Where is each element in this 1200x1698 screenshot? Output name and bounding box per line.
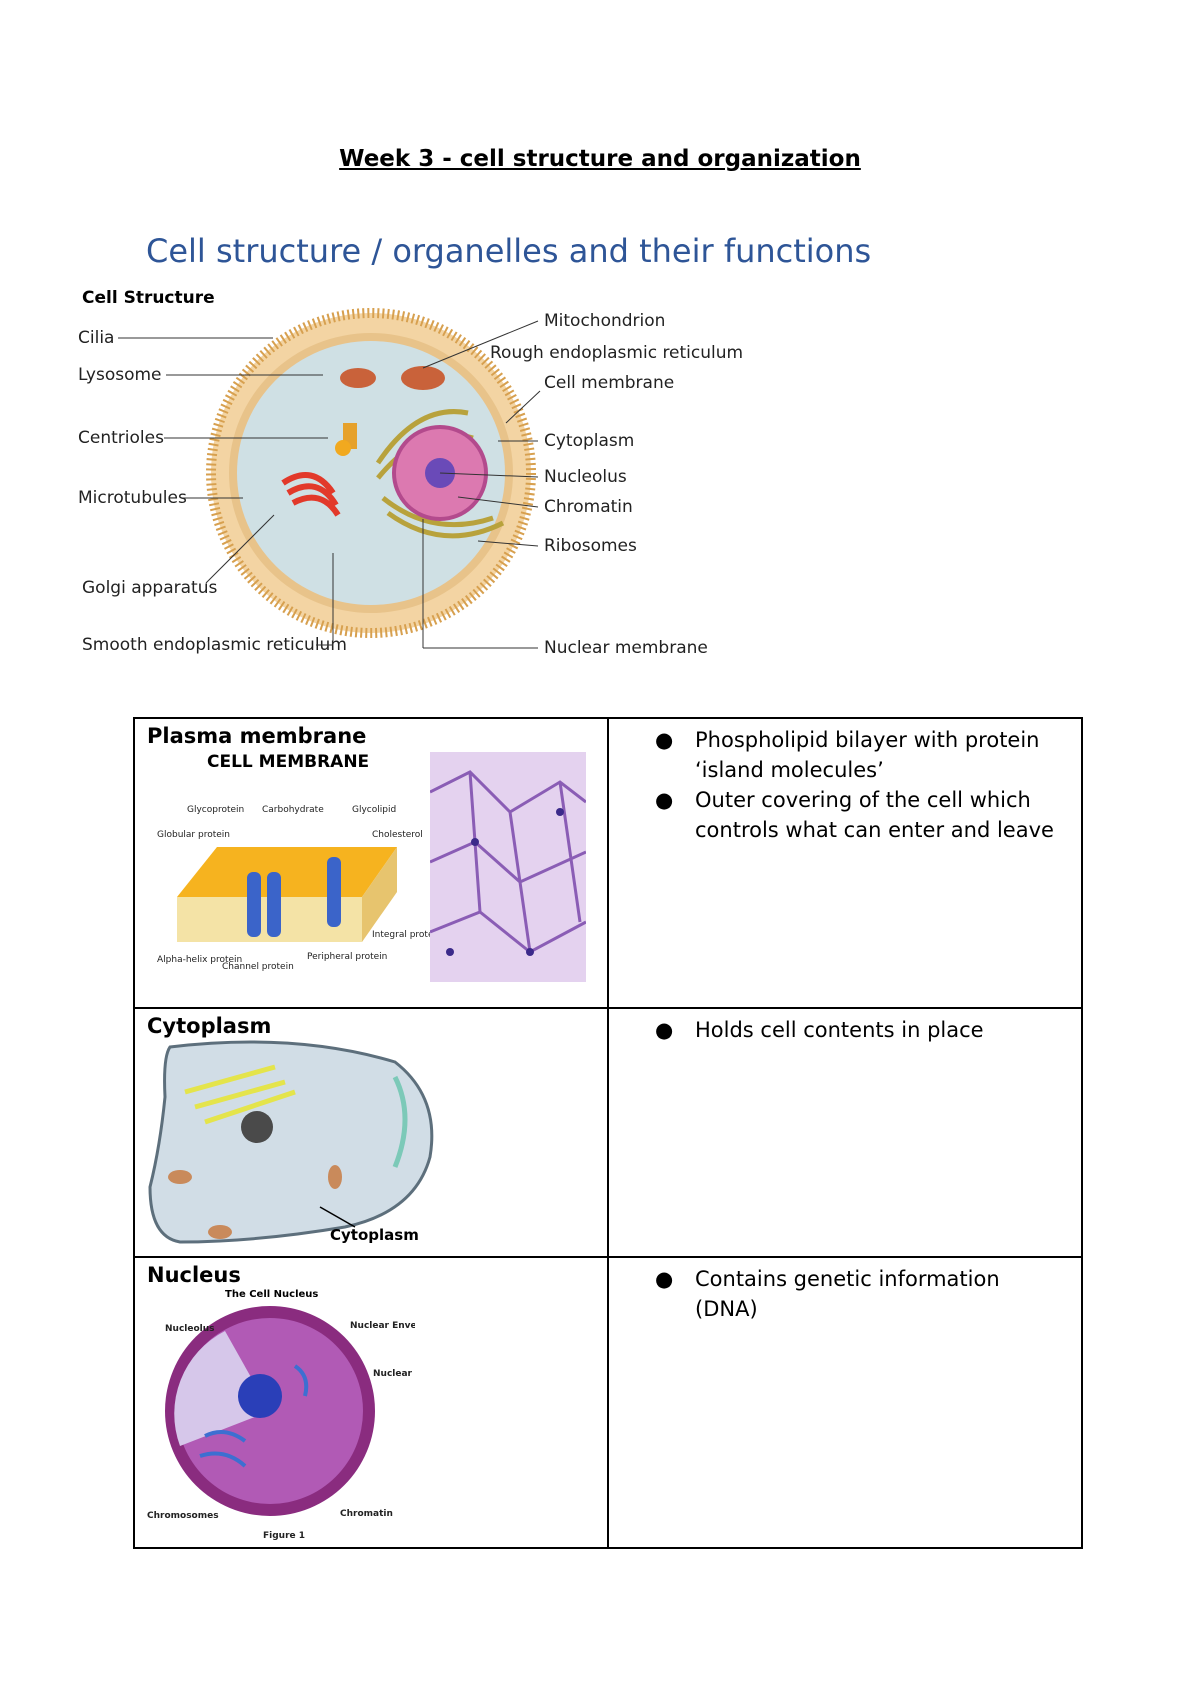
label-cytoplasm: Cytoplasm	[544, 431, 634, 451]
fig-label: Cytoplasm	[330, 1226, 419, 1244]
fig-label: Nuclear Pores	[373, 1369, 415, 1379]
label-rough-er: Rough endoplasmic reticulum	[490, 343, 743, 363]
nucleus-dot	[471, 838, 479, 846]
page-title: Week 3 - cell structure and organization	[0, 146, 1200, 172]
table-row: Nucleus The Cell Nucleus Nucleolus Nucle…	[134, 1257, 1082, 1548]
label-centrioles: Centrioles	[78, 428, 164, 448]
fig-label: Nucleolus	[165, 1324, 215, 1334]
list-item: ●Holds cell contents in place	[609, 1015, 1081, 1045]
bilayer-top	[177, 847, 397, 897]
bullet-text: Contains genetic information (DNA)	[695, 1267, 1000, 1321]
label-nucleolus: Nucleolus	[544, 467, 627, 487]
diagram-title: Cell Structure	[82, 288, 215, 308]
bullet-text: Phospholipid bilayer with protein ‘islan…	[695, 728, 1040, 782]
table-row: Plasma membrane CELL MEMBRANE Glycoprote…	[134, 718, 1082, 1008]
function-cell: ●Holds cell contents in place	[608, 1008, 1082, 1257]
fig-label: Glycoprotein	[187, 805, 244, 815]
label-nuclear-membrane: Nuclear membrane	[544, 638, 708, 658]
fig-label: Glycolipid	[352, 805, 396, 815]
figure-caption: Figure 1	[263, 1531, 305, 1541]
list-item: ●Phospholipid bilayer with protein ‘isla…	[609, 725, 1081, 785]
figure-title: CELL MEMBRANE	[207, 752, 369, 772]
function-list: ●Holds cell contents in place	[609, 1015, 1081, 1045]
label-cilia: Cilia	[78, 328, 114, 348]
nucleus-dot	[526, 948, 534, 956]
figure-title: The Cell Nucleus	[225, 1289, 318, 1300]
label-mitochondrion: Mitochondrion	[544, 311, 665, 331]
fig-label: Integral protein	[372, 930, 437, 940]
function-cell: ●Contains genetic information (DNA)	[608, 1257, 1082, 1548]
fig-label: Cholesterol	[372, 830, 423, 840]
fig-label: Channel protein	[222, 962, 294, 972]
table-row: Cytoplasm Cytoplasm ●Holds cell contents…	[134, 1008, 1082, 1257]
cytoplasm-figure: Cytoplasm	[145, 1037, 440, 1252]
fig-label: Nuclear Envelope	[350, 1321, 415, 1331]
function-list: ●Phospholipid bilayer with protein ‘isla…	[609, 725, 1081, 845]
nucleus-dot	[446, 948, 454, 956]
mitochondrion-shape	[401, 366, 445, 390]
organelle-cell: Nucleus The Cell Nucleus Nucleolus Nucle…	[134, 1257, 608, 1548]
micrograph-image	[430, 752, 586, 982]
bullet-text: Outer covering of the cell which control…	[695, 788, 1054, 842]
label-lysosome: Lysosome	[78, 365, 162, 385]
organelle-name: Cytoplasm	[135, 1009, 607, 1038]
mitochondrion-shape	[208, 1225, 232, 1239]
organelle-cell: Cytoplasm Cytoplasm	[134, 1008, 608, 1257]
organelle-cell: Plasma membrane CELL MEMBRANE Glycoprote…	[134, 718, 608, 1008]
fig-label: Globular protein	[157, 830, 230, 840]
bullet-text: Holds cell contents in place	[695, 1018, 984, 1042]
cell-structure-svg: Cell Structure Cilia Lysosome Centrioles…	[78, 283, 778, 678]
micrograph-bg	[430, 752, 586, 982]
organelle-name: Nucleus	[135, 1258, 607, 1287]
list-item: ●Contains genetic information (DNA)	[609, 1264, 1081, 1324]
function-cell: ●Phospholipid bilayer with protein ‘isla…	[608, 718, 1082, 1008]
list-item: ●Outer covering of the cell which contro…	[609, 785, 1081, 845]
label-smooth-er: Smooth endoplasmic reticulum	[82, 635, 347, 655]
nucleolus-shape	[238, 1374, 282, 1418]
organelle-name: Plasma membrane	[135, 719, 607, 748]
fig-label: Carbohydrate	[262, 805, 324, 815]
channel-protein-shape	[247, 872, 261, 937]
centriole-shape	[335, 440, 351, 456]
cell-structure-diagram: Cell Structure Cilia Lysosome Centrioles…	[78, 283, 778, 678]
organelle-table: Plasma membrane CELL MEMBRANE Glycoprote…	[133, 717, 1083, 1549]
label-chromatin: Chromatin	[544, 497, 633, 517]
fig-label: Chromosomes	[147, 1511, 219, 1521]
function-list: ●Contains genetic information (DNA)	[609, 1264, 1081, 1324]
label-microtubules: Microtubules	[78, 488, 187, 508]
cell-outline	[150, 1042, 432, 1242]
fig-label: Chromatin	[340, 1509, 393, 1519]
nucleus-figure: The Cell Nucleus Nucleolus Nuclear Envel…	[145, 1286, 415, 1541]
channel-protein-shape	[267, 872, 281, 937]
label-ribosomes: Ribosomes	[544, 536, 637, 556]
label-cell-membrane: Cell membrane	[544, 373, 674, 393]
nucleus-dot	[556, 808, 564, 816]
membrane-figure: CELL MEMBRANE Glycoprotein Carbohydrate …	[147, 747, 437, 977]
nucleus-shape	[241, 1111, 273, 1143]
integral-protein-shape	[327, 857, 341, 927]
section-heading: Cell structure / organelles and their fu…	[146, 232, 871, 270]
mitochondrion-shape	[328, 1165, 342, 1189]
mitochondrion-shape	[168, 1170, 192, 1184]
label-golgi: Golgi apparatus	[82, 578, 217, 598]
fig-label: Peripheral protein	[307, 952, 387, 962]
mitochondrion-shape	[340, 368, 376, 388]
